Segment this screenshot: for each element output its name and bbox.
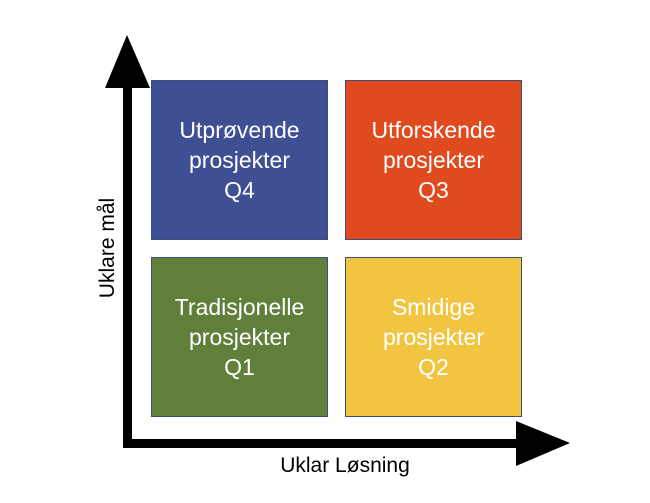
quadrant-q2: Smidige prosjekter Q2	[345, 257, 522, 417]
quadrant-q4-subtitle: prosjekter	[189, 147, 290, 173]
quadrant-q2-title: Smidige	[391, 294, 476, 320]
quadrant-q4-title: Utprøvende	[179, 117, 300, 143]
quadrant-q4: Utprøvende prosjekter Q4	[151, 80, 328, 240]
y-axis-line	[123, 80, 132, 448]
quadrant-q4-code: Q4	[224, 177, 255, 203]
quadrant-q1-code: Q1	[224, 354, 255, 380]
quadrant-q3: Utforskende prosjekter Q3	[345, 80, 522, 240]
quadrant-q1: Tradisjonelle prosjekter Q1	[151, 257, 328, 417]
quadrant-q3-subtitle: prosjekter	[383, 147, 484, 173]
x-axis-arrowhead	[516, 421, 570, 466]
quadrant-q2-code: Q2	[418, 354, 449, 380]
quadrant-q3-code: Q3	[418, 177, 449, 203]
quadrant-q1-title: Tradisjonelle	[174, 294, 305, 320]
y-axis-arrowhead	[105, 35, 150, 88]
x-axis-line	[123, 439, 525, 448]
quadrant-q2-subtitle: prosjekter	[383, 324, 484, 350]
x-axis-label: Uklar Løsning	[280, 454, 410, 477]
quadrant-q3-title: Utforskende	[371, 117, 496, 143]
quadrant-q1-subtitle: prosjekter	[189, 324, 290, 350]
y-axis-label: Uklare mål	[96, 197, 119, 299]
